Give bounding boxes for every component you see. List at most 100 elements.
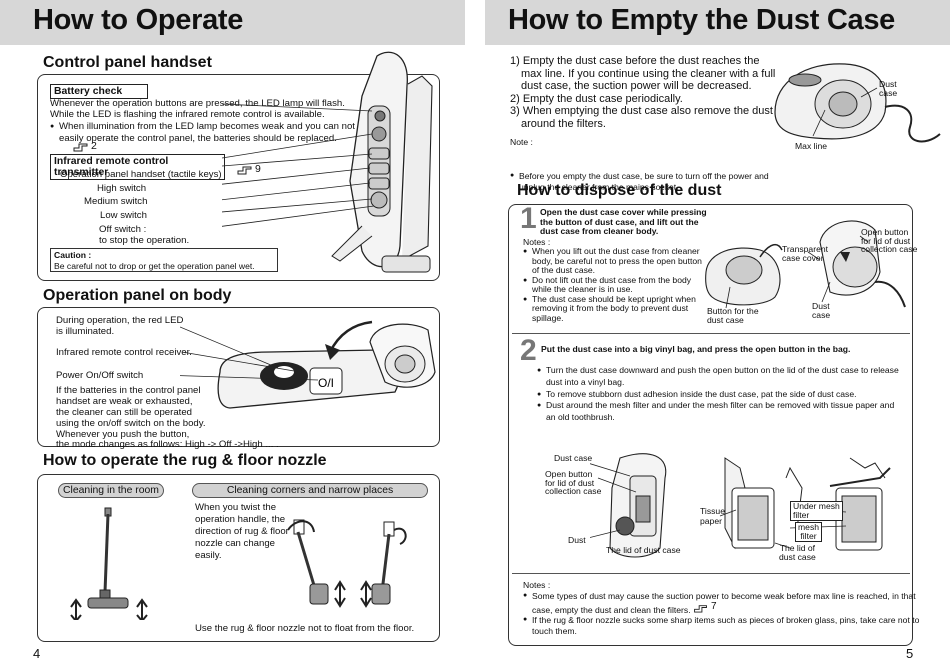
- intro-note-label: Note :: [510, 137, 533, 147]
- power-text-6: the mode changes as follows: High -> Off…: [56, 439, 279, 450]
- bottom-note-ref: 7: [693, 600, 717, 613]
- step-1-line-1: Open the dust case cover while pressing: [540, 207, 707, 217]
- step-1-notes: When you lift out the dust case from cle…: [523, 246, 702, 324]
- fig-button-2: dust case: [707, 314, 744, 325]
- intro-item-1c: dust case, the suction power will be dec…: [521, 80, 752, 93]
- rug-footer: Use the rug & floor nozzle not to float …: [195, 623, 415, 634]
- bottom-note-1b: case, empty the dust and clean the filte…: [532, 604, 691, 615]
- switch-symbol: O/I: [318, 376, 334, 390]
- power-text-1: If the batteries in the control panel: [56, 385, 201, 396]
- high-switch-label: High switch: [97, 183, 147, 194]
- f2-tissue-1: Tissue: [700, 506, 725, 516]
- infrared-page-ref: 9: [237, 163, 261, 175]
- f2-tissue-2: paper: [700, 515, 722, 526]
- step-1-note-3: The dust case should be kept upright whe…: [523, 293, 702, 324]
- fig-open-3: collection case: [861, 244, 918, 254]
- f2-open-2: for lid of dust: [545, 477, 595, 488]
- led-text-1: During operation, the red LED: [56, 315, 184, 326]
- twist-text-1: When you twist the: [195, 502, 277, 513]
- page-number-left: 4: [33, 646, 41, 661]
- power-text-5: Whenever you push the button,: [56, 429, 190, 440]
- f2-dust-label: Dust: [568, 535, 586, 545]
- twist-text-5: easily.: [195, 550, 222, 561]
- twist-text-4: nozzle can change: [195, 538, 276, 549]
- right-header: How to Empty the Dust Case: [485, 0, 950, 45]
- f2-open-1: Open button: [545, 469, 593, 479]
- step-1-note-1: When you lift out the dust case from cle…: [523, 246, 702, 276]
- body-panel-heading: Operation panel on body: [43, 287, 232, 304]
- f2-lid-label: The lid of dust case: [606, 545, 681, 555]
- power-switch-label: Power On/Off switch: [56, 370, 144, 381]
- battery-text-1: Whenever the operation buttons are press…: [50, 98, 345, 109]
- step-2-bullet-3a: Dust around the mesh filter and under th…: [546, 400, 895, 411]
- tab-cleaning-corners: Cleaning corners and narrow places: [192, 483, 428, 498]
- dust-case-label: Dust case: [879, 80, 897, 98]
- twist-text-3: direction of rug & floor: [195, 526, 289, 537]
- intro-note-line-2: unplug the cleaner from the mains socket…: [519, 181, 679, 192]
- pointing-hand-icon: [73, 143, 88, 152]
- fig-dust-label: Dust case: [812, 302, 830, 319]
- notes-divider: [512, 573, 910, 574]
- bottom-notes-label: Notes :: [523, 580, 551, 590]
- f2-lid2-label: The lid of dust case: [779, 544, 816, 562]
- bottom-note-ref-number: 7: [711, 600, 717, 612]
- step-2-bullet-2: To remove stubborn dust adhesion inside …: [537, 389, 899, 401]
- fig-dust-2: case: [812, 309, 831, 320]
- intro-item-3a: 3) When emptying the dust case also remo…: [510, 105, 773, 118]
- f2-dust-case-label: Dust case: [554, 453, 593, 463]
- f2-mesh-2: filter: [800, 531, 817, 541]
- battery-ref-number: 2: [91, 140, 97, 152]
- bottom-note-1b-row: case, empty the dust and clean the filte…: [532, 600, 919, 616]
- f2-mesh-label: mesh filter: [795, 522, 823, 542]
- intro-item-2: 2) Empty the dust case periodically.: [510, 92, 683, 105]
- bottom-note-2a: If the rug & floor nozzle sucks some sha…: [532, 615, 920, 625]
- low-switch-label: Low switch: [100, 210, 147, 221]
- battery-check-label: Battery check: [50, 84, 148, 99]
- tab-cleaning-room: Cleaning in the room: [58, 483, 164, 498]
- f2-lid2-1: The lid of: [779, 543, 816, 553]
- handset-text: Operation panel handset (tactile keys): [60, 169, 222, 180]
- step-1-note-2: Do not lift out the dust case from the b…: [523, 275, 702, 295]
- power-text-3: the cleaner can still be operated: [56, 407, 192, 418]
- step-1-illustration: [705, 220, 906, 309]
- step-2-bullet-3: Dust around the mesh filter and under th…: [537, 400, 899, 424]
- battery-bullet-line-1: When illumination from the LED lamp beco…: [59, 121, 355, 132]
- f2-under-1: Under mesh: [793, 501, 840, 511]
- f2-under-2: filter: [793, 510, 810, 520]
- dispose-heading: How to dispose of the dust: [517, 182, 722, 199]
- f2-open-label: Open button for lid of dust collection c…: [545, 470, 601, 496]
- step-2-number: 2: [520, 334, 537, 367]
- rug-box: [37, 474, 440, 642]
- led-text-2: is illuminated.: [56, 326, 115, 337]
- handset-illustration: [222, 51, 433, 273]
- step-1-note-3c: spillage.: [532, 312, 564, 323]
- f2-tissue-label: Tissue paper: [700, 506, 725, 526]
- caution-title: Caution :: [54, 250, 92, 260]
- fig-open-2: for lid of dust: [861, 235, 911, 246]
- infrared-ref-number: 9: [255, 163, 261, 175]
- step-1-note-1b: body, be careful not to press the open b…: [532, 255, 702, 266]
- step-divider: [512, 333, 910, 334]
- power-text-4: using the on/off switch on the body.: [56, 418, 206, 429]
- body-panel-illustration: O/I: [180, 320, 436, 409]
- dust-case-label-2: case: [879, 88, 898, 98]
- step-1-number: 1: [520, 202, 537, 235]
- step-1-note-3a: The dust case should be kept upright whe…: [532, 293, 696, 304]
- page-title-right: How to Empty the Dust Case: [508, 4, 895, 36]
- caution-text: Be careful not to drop or get the operat…: [54, 260, 255, 271]
- bottom-note-1: Some types of dust may cause the suction…: [523, 591, 919, 615]
- receiver-text: Infrared remote control receiver.: [56, 347, 192, 358]
- fig-transparent-label: Transparent case cover: [782, 245, 828, 262]
- bottom-note-2b: touch them.: [532, 625, 577, 636]
- dust-case-label-1: Dust: [879, 79, 897, 89]
- medium-switch-label: Medium switch: [84, 196, 148, 207]
- intro-list: 1) Empty the dust case before the dust r…: [510, 55, 775, 131]
- fig-button-label: Button for the dust case: [707, 307, 759, 324]
- battery-bullet-line-2: easily operate the control panel, the ba…: [59, 132, 337, 144]
- f2-open-3: collection case: [545, 486, 602, 496]
- intro-note: Before you empty the dust case, be sure …: [510, 171, 950, 192]
- fig-button-1: Button for the: [707, 306, 759, 316]
- step-1-text: Open the dust case cover while pressing …: [540, 207, 707, 237]
- step-1-line-2: the button of dust case, and lift out th…: [540, 216, 699, 227]
- bottom-note-1a: Some types of dust may cause the suction…: [532, 591, 916, 601]
